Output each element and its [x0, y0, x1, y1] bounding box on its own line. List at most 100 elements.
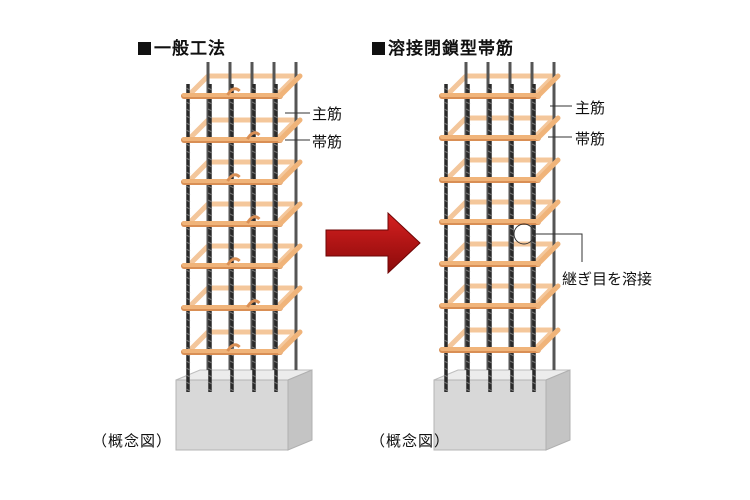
hoop-side	[277, 201, 303, 227]
rebar-rib	[251, 381, 257, 385]
rebar-rib	[465, 248, 471, 252]
hoop-hook	[226, 87, 241, 96]
rebar-rib	[487, 255, 493, 259]
rebar-rib	[465, 227, 471, 231]
rebar-rib	[509, 374, 515, 378]
rebar-rib	[229, 101, 235, 105]
rebar-rib	[487, 367, 493, 371]
hoop-back	[444, 284, 468, 308]
rebar-rib	[487, 192, 493, 196]
rebar-rib	[531, 143, 537, 147]
rebar-rib	[509, 122, 515, 126]
hoop-back	[186, 244, 210, 268]
rebar-rib	[487, 332, 493, 336]
rebar-rib	[251, 255, 257, 259]
rebar-rib	[229, 157, 235, 161]
rebar-rib	[487, 129, 493, 133]
rebar-rib	[229, 290, 235, 294]
rebar-rib	[531, 199, 537, 203]
rebar-rib	[443, 360, 449, 364]
rebar-rib	[273, 185, 279, 189]
rebar-rib	[251, 101, 257, 105]
rebar-rib	[509, 290, 515, 294]
rebar-rib	[251, 185, 257, 189]
rebar-rib	[273, 164, 279, 168]
rebar-rib	[487, 150, 493, 154]
rebar-rib	[207, 290, 213, 294]
rebar-rib	[509, 213, 515, 217]
rebar-rib	[531, 150, 537, 154]
rebar-rib	[465, 283, 471, 287]
rebar-rib	[509, 192, 515, 196]
rebar-rib	[251, 115, 257, 119]
rebar-rib	[531, 332, 537, 336]
rebar-rib	[185, 185, 191, 189]
hoop-hook	[246, 215, 261, 224]
rebar-rib	[185, 150, 191, 154]
rebar-rib	[487, 353, 493, 357]
hoop-back	[444, 242, 468, 266]
rebar-rib	[273, 297, 279, 301]
rebar-rib	[487, 276, 493, 280]
rebar-rib	[251, 150, 257, 154]
rebar-rib	[465, 367, 471, 371]
right-leader-lines	[513, 105, 583, 262]
hoop-hook	[226, 343, 241, 352]
hoop-side	[535, 199, 561, 225]
rebar-rib	[185, 381, 191, 385]
rebar-rib	[185, 115, 191, 119]
rebar-rib	[443, 234, 449, 238]
rebar-rib	[465, 297, 471, 301]
rebar-rib	[273, 318, 279, 322]
right-title-text: 溶接閉鎖型帯筋	[388, 39, 514, 59]
rebar-rib	[229, 192, 235, 196]
rebar-rib	[185, 255, 191, 259]
rebar-rib	[207, 269, 213, 273]
rebar-rib	[509, 276, 515, 280]
rebar-rib	[229, 108, 235, 112]
rebar-rib	[273, 255, 279, 259]
rebar-rib	[229, 283, 235, 287]
rebar-rib	[443, 157, 449, 161]
rebar-rib	[443, 206, 449, 210]
rebar-rib	[185, 325, 191, 329]
rebar-rib	[509, 157, 515, 161]
right-hoop-label: 帯筋	[575, 130, 606, 148]
rebar-rib	[443, 332, 449, 336]
rebar-rib	[251, 283, 257, 287]
rebar-rib	[487, 108, 493, 112]
rebar-rib	[185, 164, 191, 168]
rebar-rib	[531, 248, 537, 252]
rebar-rib	[509, 318, 515, 322]
rebar-rib	[509, 241, 515, 245]
rebar-rib	[185, 87, 191, 91]
rebar-rib	[273, 283, 279, 287]
rebar-rib	[229, 227, 235, 231]
rebar-rib	[273, 143, 279, 147]
rebar-rib	[207, 164, 213, 168]
rebar-rib	[443, 325, 449, 329]
rebar-rib	[251, 108, 257, 112]
rebar-rib	[251, 311, 257, 315]
rebar-rib	[531, 388, 537, 392]
rebar-rib	[531, 206, 537, 210]
rebar-rib	[207, 276, 213, 280]
rebar-rib	[229, 318, 235, 322]
rebar-rib	[509, 164, 515, 168]
rebar-rib	[509, 388, 515, 392]
rebar-rib	[487, 227, 493, 231]
rebar-rib	[185, 276, 191, 280]
rebar-rib	[443, 213, 449, 217]
rebar-rib	[443, 185, 449, 189]
rebar-rib	[509, 115, 515, 119]
rebar-rib	[465, 325, 471, 329]
rebar-rib	[487, 283, 493, 287]
rebar-rib	[443, 143, 449, 147]
rebar-rib	[465, 374, 471, 378]
rebar-rib	[185, 346, 191, 350]
rebar-rib	[509, 353, 515, 357]
rebar-rib	[487, 269, 493, 273]
right-caption: （概念図）	[370, 432, 451, 450]
rebar-rib	[185, 339, 191, 343]
rebar-rib	[509, 311, 515, 315]
